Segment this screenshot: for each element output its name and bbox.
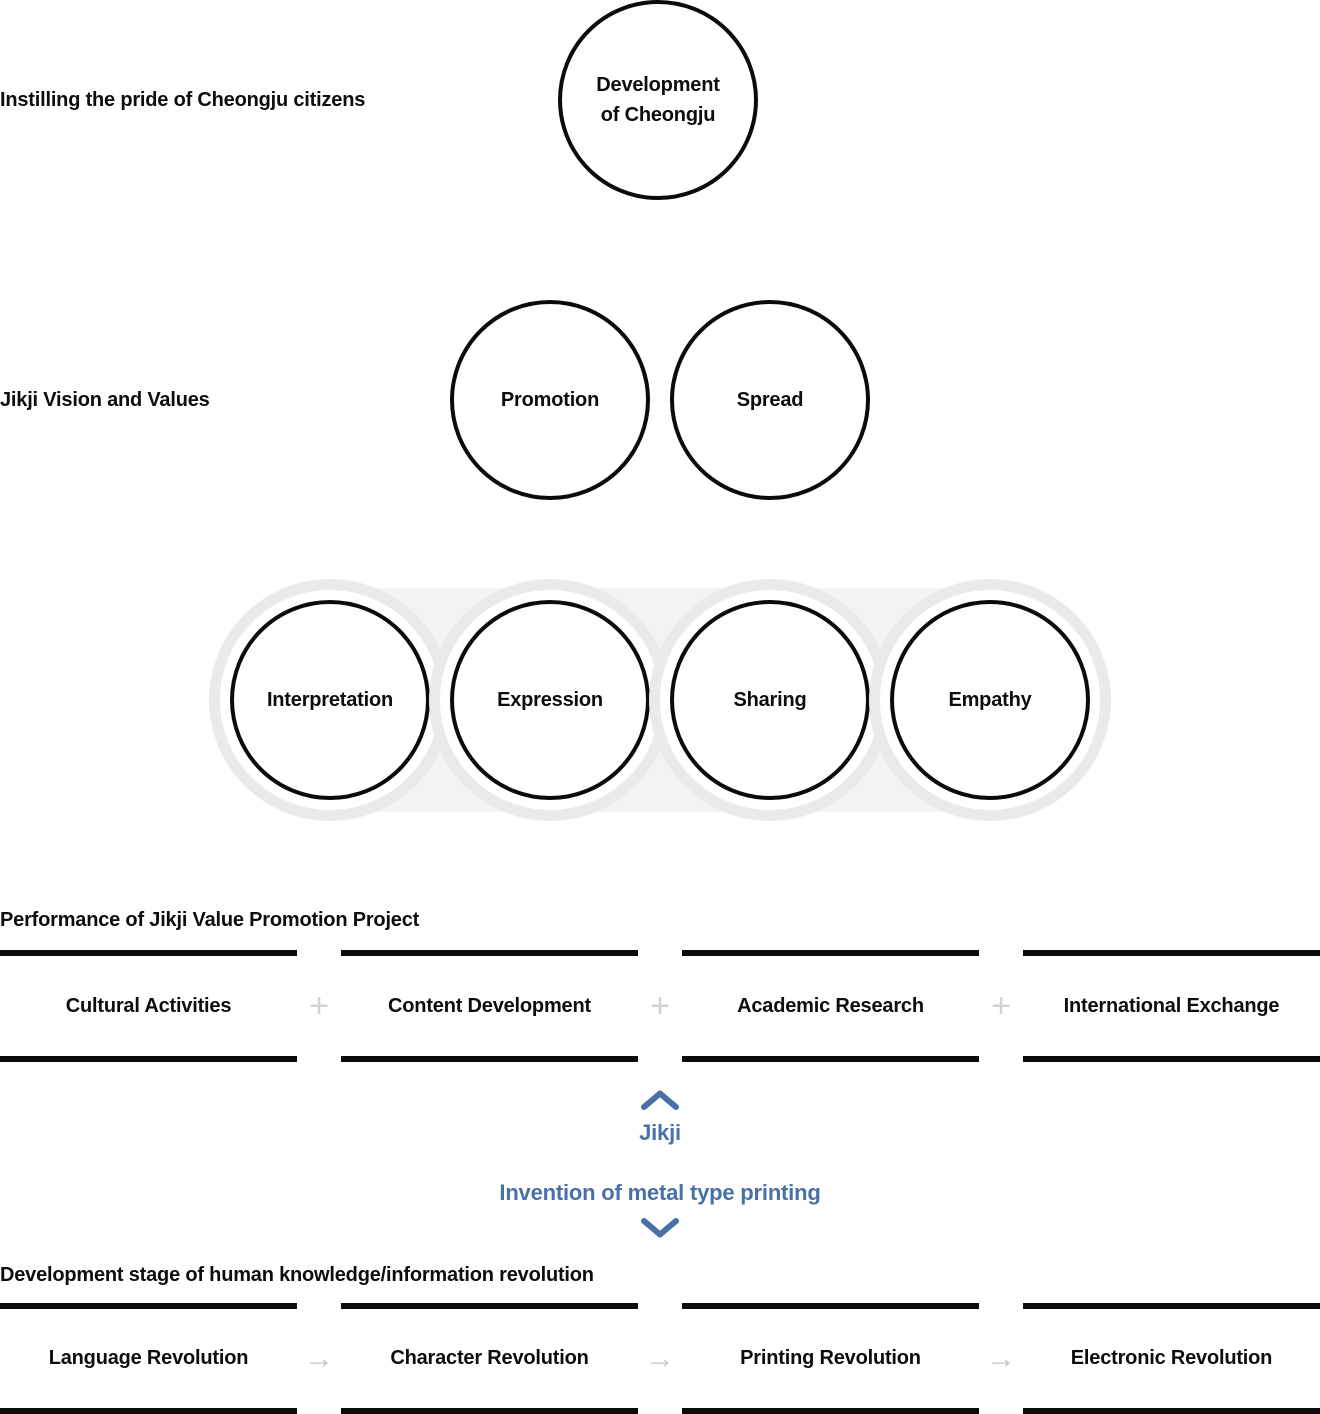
development-circle-line1: Development xyxy=(596,74,720,96)
plus-icon: + xyxy=(650,986,670,1025)
stages-row: Language Revolution → Character Revoluti… xyxy=(0,1303,1320,1414)
chevron-down-icon xyxy=(640,1216,680,1240)
right-arrow-icon: → xyxy=(645,1341,675,1375)
pride-section-label: Instilling the pride of Cheongju citizen… xyxy=(0,88,366,111)
chevron-up-icon xyxy=(640,1088,680,1112)
performance-row: Cultural Activities + Content Developmen… xyxy=(0,950,1320,1062)
sharing-circle: Sharing xyxy=(670,600,870,800)
expression-circle: Expression xyxy=(450,600,650,800)
spread-circle: Spread xyxy=(670,300,870,500)
jikji-label: Jikji xyxy=(639,1120,681,1145)
right-arrow-icon: → xyxy=(304,1341,334,1375)
empathy-circle: Empathy xyxy=(890,600,1090,800)
vision-section-label: Jikji Vision and Values xyxy=(0,388,210,411)
stage-item-character-revolution: Character Revolution xyxy=(341,1303,638,1414)
plus-icon: + xyxy=(309,986,329,1025)
performance-item-academic-research: Academic Research xyxy=(682,950,979,1062)
performance-heading: Performance of Jikji Value Promotion Pro… xyxy=(0,909,420,931)
performance-item-content-development: Content Development xyxy=(341,950,638,1062)
right-arrow-icon: → xyxy=(986,1341,1016,1375)
development-of-cheongju-circle: Development of Cheongju xyxy=(558,0,758,200)
stage-item-printing-revolution: Printing Revolution xyxy=(682,1303,979,1414)
stages-heading: Development stage of human knowledge/inf… xyxy=(0,1264,594,1286)
stage-item-electronic-revolution: Electronic Revolution xyxy=(1023,1303,1320,1414)
interpretation-circle: Interpretation xyxy=(230,600,430,800)
performance-item-international-exchange: International Exchange xyxy=(1023,950,1320,1062)
invention-label: Invention of metal type printing xyxy=(499,1180,821,1205)
plus-icon: + xyxy=(991,986,1011,1025)
promotion-circle: Promotion xyxy=(450,300,650,500)
stage-item-language-revolution: Language Revolution xyxy=(0,1303,297,1414)
development-circle-line2: of Cheongju xyxy=(600,104,716,126)
performance-item-cultural-activities: Cultural Activities xyxy=(0,950,297,1062)
